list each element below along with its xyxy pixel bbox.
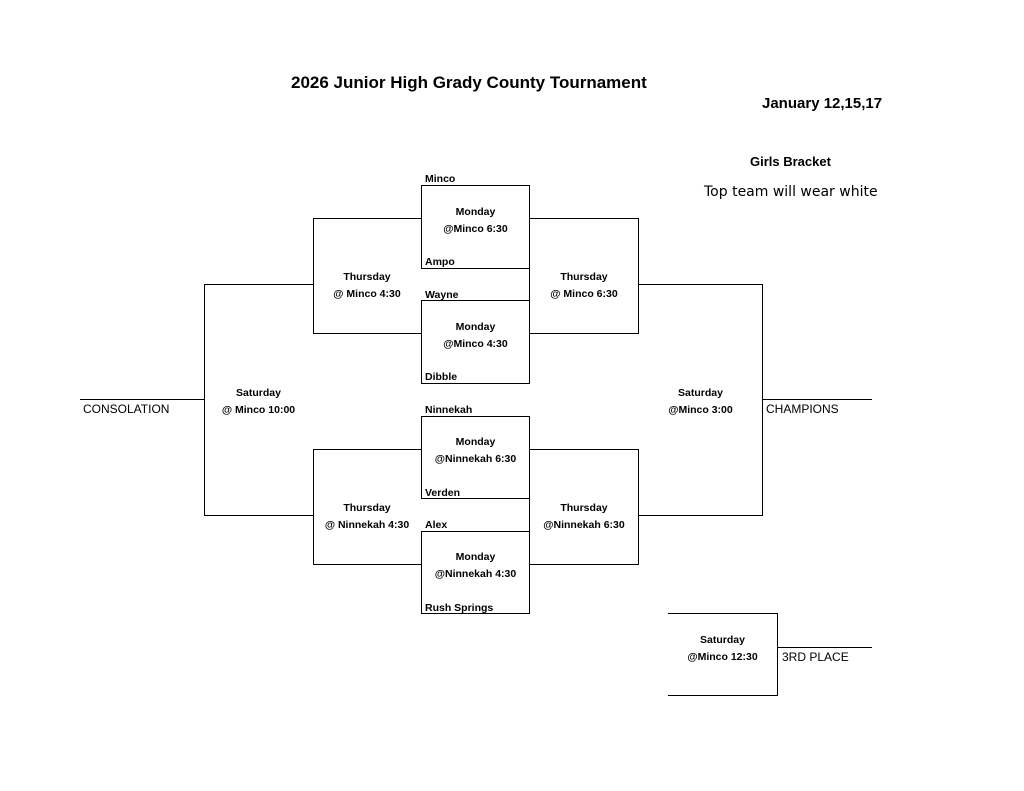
game-location: @Minco 6:30 (443, 223, 508, 235)
game-day: Monday (455, 206, 496, 218)
game-day: Thursday (560, 502, 608, 514)
game-location: @ Minco 6:30 (550, 288, 618, 300)
game-thursday-consolation-bottom: Thursday @ Ninnekah 4:30 (313, 500, 421, 534)
line (204, 515, 314, 517)
line (638, 218, 640, 334)
line (421, 416, 423, 499)
team-dibble: Dibble (425, 371, 458, 383)
line (529, 416, 531, 614)
team-rush-springs: Rush Springs (425, 602, 494, 614)
team-alex: Alex (425, 519, 448, 531)
line (529, 218, 639, 220)
game-location: @Minco 4:30 (443, 338, 508, 350)
line (421, 185, 530, 187)
third-place-label: 3RD PLACE (782, 650, 849, 664)
line (313, 449, 422, 451)
line (638, 449, 640, 565)
game-location: @Ninnekah 4:30 (434, 568, 517, 580)
game-location: @Ninnekah 6:30 (543, 519, 625, 531)
line (529, 449, 639, 451)
game-day: Monday (455, 551, 496, 563)
game-saturday-third-place: Saturday @Minco 12:30 (668, 632, 777, 666)
line (777, 647, 872, 649)
line (313, 218, 315, 334)
line (204, 284, 314, 286)
game-day: Thursday (560, 271, 608, 283)
game-monday-3: Monday @Ninnekah 6:30 (421, 434, 530, 468)
line (668, 613, 778, 615)
line (421, 416, 530, 418)
line (421, 531, 530, 533)
bracket-label: Girls Bracket (750, 154, 831, 169)
game-location: @Minco 12:30 (687, 651, 758, 663)
line (421, 531, 423, 614)
line (529, 564, 639, 566)
line (313, 564, 422, 566)
game-day: Saturday (678, 387, 723, 399)
game-day: Saturday (700, 634, 745, 646)
line (777, 613, 779, 696)
champions-label: CHAMPIONS (766, 402, 839, 416)
consolation-label: CONSOLATION (83, 402, 170, 416)
line (421, 185, 423, 269)
game-location: @ Ninnekah 4:30 (324, 519, 410, 531)
game-location: @Minco 3:00 (668, 404, 733, 416)
uniform-note: Top team will wear white (704, 184, 878, 200)
line (421, 498, 530, 500)
game-monday-4: Monday @Ninnekah 4:30 (421, 549, 530, 583)
game-monday-1: Monday @Minco 6:30 (421, 204, 530, 238)
line (313, 218, 422, 220)
game-day: Thursday (343, 502, 391, 514)
game-saturday-consolation: Saturday @ Minco 10:00 (204, 385, 313, 419)
game-day: Monday (455, 436, 496, 448)
team-ampo: Ampo (425, 256, 455, 268)
line (762, 399, 872, 401)
game-thursday-championship-top: Thursday @ Minco 6:30 (530, 269, 638, 303)
team-wayne: Wayne (425, 289, 459, 301)
game-monday-2: Monday @Minco 4:30 (421, 319, 530, 353)
game-saturday-championship: Saturday @Minco 3:00 (639, 385, 762, 419)
line (421, 268, 530, 270)
team-minco: Minco (425, 173, 456, 185)
tournament-dates: January 12,15,17 (762, 95, 883, 112)
game-day: Thursday (343, 271, 391, 283)
game-location: @Ninnekah 6:30 (434, 453, 517, 465)
line (668, 695, 778, 697)
line (529, 185, 531, 384)
line (313, 449, 315, 565)
game-thursday-consolation-top: Thursday @ Minco 4:30 (313, 269, 421, 303)
game-location: @ Minco 10:00 (221, 404, 296, 416)
team-ninnekah: Ninnekah (425, 404, 473, 416)
game-day: Saturday (236, 387, 281, 399)
game-thursday-championship-bottom: Thursday @Ninnekah 6:30 (530, 500, 638, 534)
line (638, 515, 763, 517)
line (421, 300, 530, 302)
line (313, 333, 422, 335)
line (529, 333, 639, 335)
line (421, 383, 530, 385)
team-verden: Verden (425, 487, 461, 499)
line (421, 613, 530, 615)
game-location: @ Minco 4:30 (333, 288, 401, 300)
page-title: 2026 Junior High Grady County Tournament (291, 73, 647, 92)
line (638, 284, 763, 286)
line (80, 399, 205, 401)
line (421, 300, 423, 384)
game-day: Monday (455, 321, 496, 333)
